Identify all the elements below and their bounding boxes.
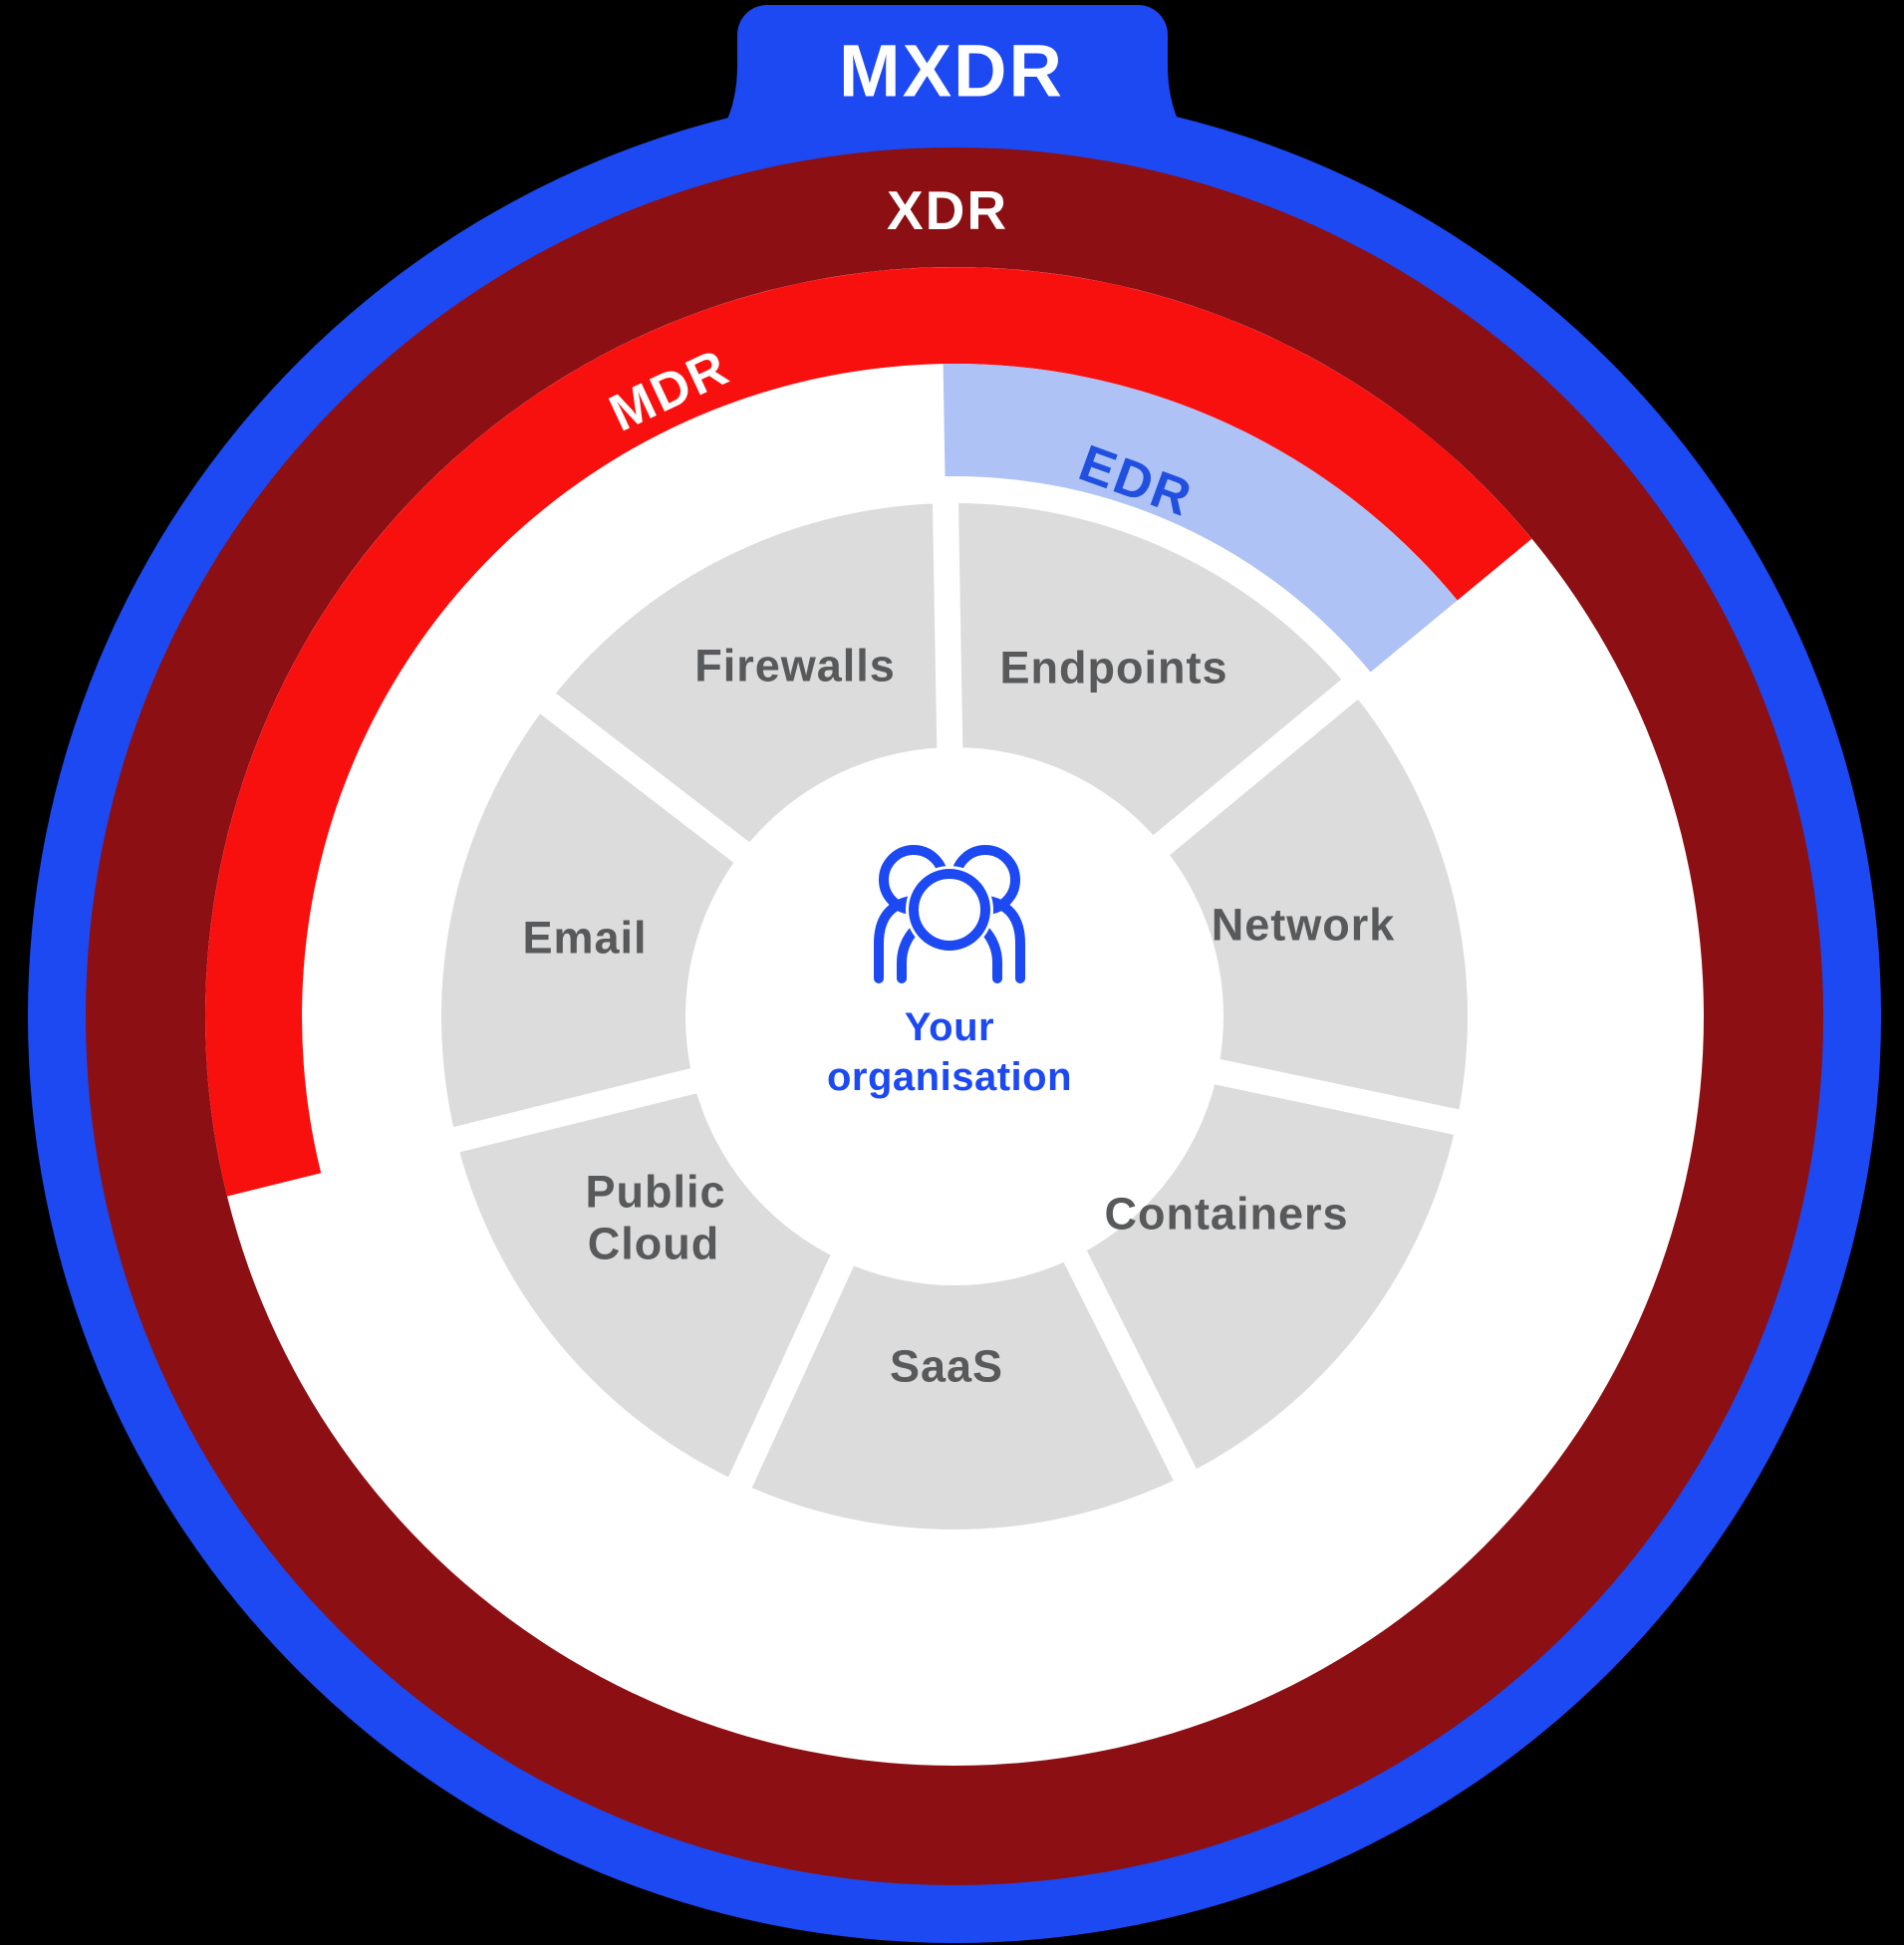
segment-gap bbox=[718, 1239, 862, 1509]
xdr-label: XDR bbox=[887, 179, 1008, 241]
segment-gap bbox=[932, 480, 963, 766]
segment-label-containers: Containers bbox=[1104, 1189, 1348, 1240]
segment-label-network: Network bbox=[1212, 900, 1396, 951]
segment-label-firewalls: Firewalls bbox=[694, 641, 896, 692]
edr-arc bbox=[943, 364, 1458, 673]
segment-label-public-cloud-line1: Public bbox=[585, 1167, 725, 1218]
segment-label-email: Email bbox=[522, 913, 647, 964]
people-group-icon bbox=[874, 845, 1025, 991]
center-label: Your organisation bbox=[827, 1005, 1072, 1099]
segment-gap bbox=[431, 1063, 714, 1158]
mdr-arc bbox=[205, 267, 1532, 1197]
segment-gap bbox=[1055, 1235, 1207, 1501]
center-circle bbox=[685, 747, 1224, 1285]
segment-gap bbox=[522, 680, 764, 874]
segment-label-saas: SaaS bbox=[890, 1341, 1003, 1392]
segment-gap bbox=[1197, 1055, 1482, 1140]
person-front-head bbox=[909, 869, 990, 951]
segment-label-public-cloud-line2: Cloud bbox=[588, 1219, 719, 1269]
person-back-right-body bbox=[983, 896, 1025, 983]
person-back-left-body bbox=[874, 896, 916, 983]
segment-label-endpoints: Endpoints bbox=[1000, 643, 1228, 694]
segment-gap bbox=[1139, 665, 1376, 867]
mxdr-label: MXDR bbox=[839, 30, 1064, 113]
segment-labels: Firewalls Endpoints Network Containers S… bbox=[522, 641, 1396, 1392]
center-label-line1: Your bbox=[905, 1005, 994, 1049]
segment-gaps bbox=[431, 480, 1482, 1509]
center-label-line2: organisation bbox=[827, 1055, 1072, 1099]
segment-wheel bbox=[431, 480, 1482, 1529]
